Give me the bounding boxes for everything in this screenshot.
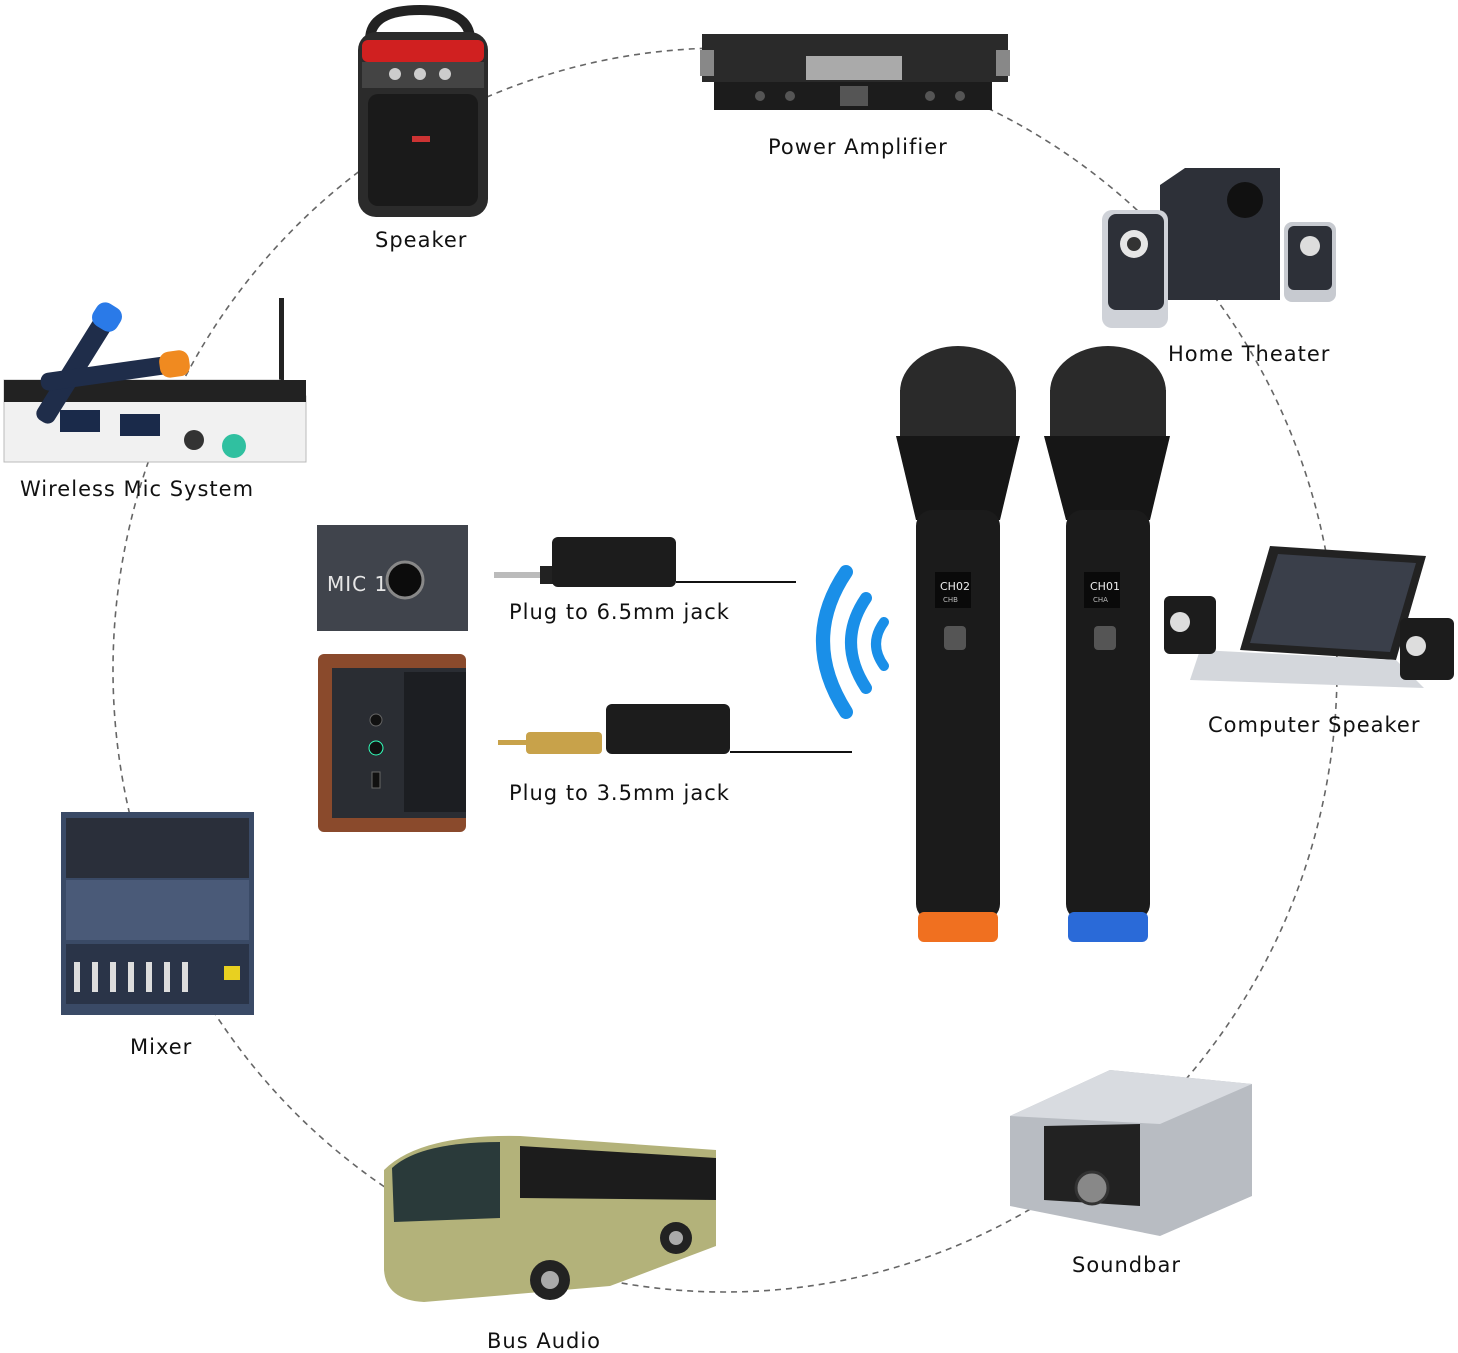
aux-input-panel: [318, 654, 466, 832]
receiver-35mm-icon: [498, 704, 852, 754]
home-theater-label: Home Theater: [1168, 342, 1331, 366]
computer-speaker-icon: [1164, 546, 1454, 688]
mic-left-display: CH02: [940, 580, 970, 593]
wireless-signal-icon: [816, 565, 889, 719]
speaker-label: Speaker: [375, 228, 468, 252]
power-amplifier-label: Power Amplifier: [768, 135, 948, 159]
wireless-mic-system-icon: [3, 298, 307, 463]
receiver-65mm-icon: [494, 537, 796, 587]
mic-right-display-sub: CHA: [1093, 596, 1108, 604]
mixer-label: Mixer: [130, 1035, 193, 1059]
mic-left-display-sub: CHB: [943, 596, 958, 604]
bus-icon: [384, 1135, 716, 1302]
mixer-icon: [61, 812, 254, 1015]
speaker-icon: [358, 4, 488, 217]
soundbar-icon: [1010, 1070, 1252, 1236]
power-amplifier-icon: [700, 34, 1010, 110]
mic-input-panel-label: MIC 1: [327, 572, 389, 596]
jack-65mm-label: Plug to 6.5mm jack: [509, 600, 730, 624]
soundbar-label: Soundbar: [1072, 1253, 1181, 1277]
wireless-mic-system-label: Wireless Mic System: [20, 477, 255, 501]
microphone-icon: [896, 346, 1020, 942]
microphone-icon: [1044, 346, 1170, 942]
bus-audio-label: Bus Audio: [487, 1329, 602, 1353]
mic-right-display: CH01: [1090, 580, 1120, 593]
home-theater-icon: [1102, 168, 1336, 328]
mic-input-panel: [317, 525, 468, 631]
jack-35mm-label: Plug to 3.5mm jack: [509, 781, 730, 805]
computer-speaker-label: Computer Speaker: [1208, 713, 1421, 737]
